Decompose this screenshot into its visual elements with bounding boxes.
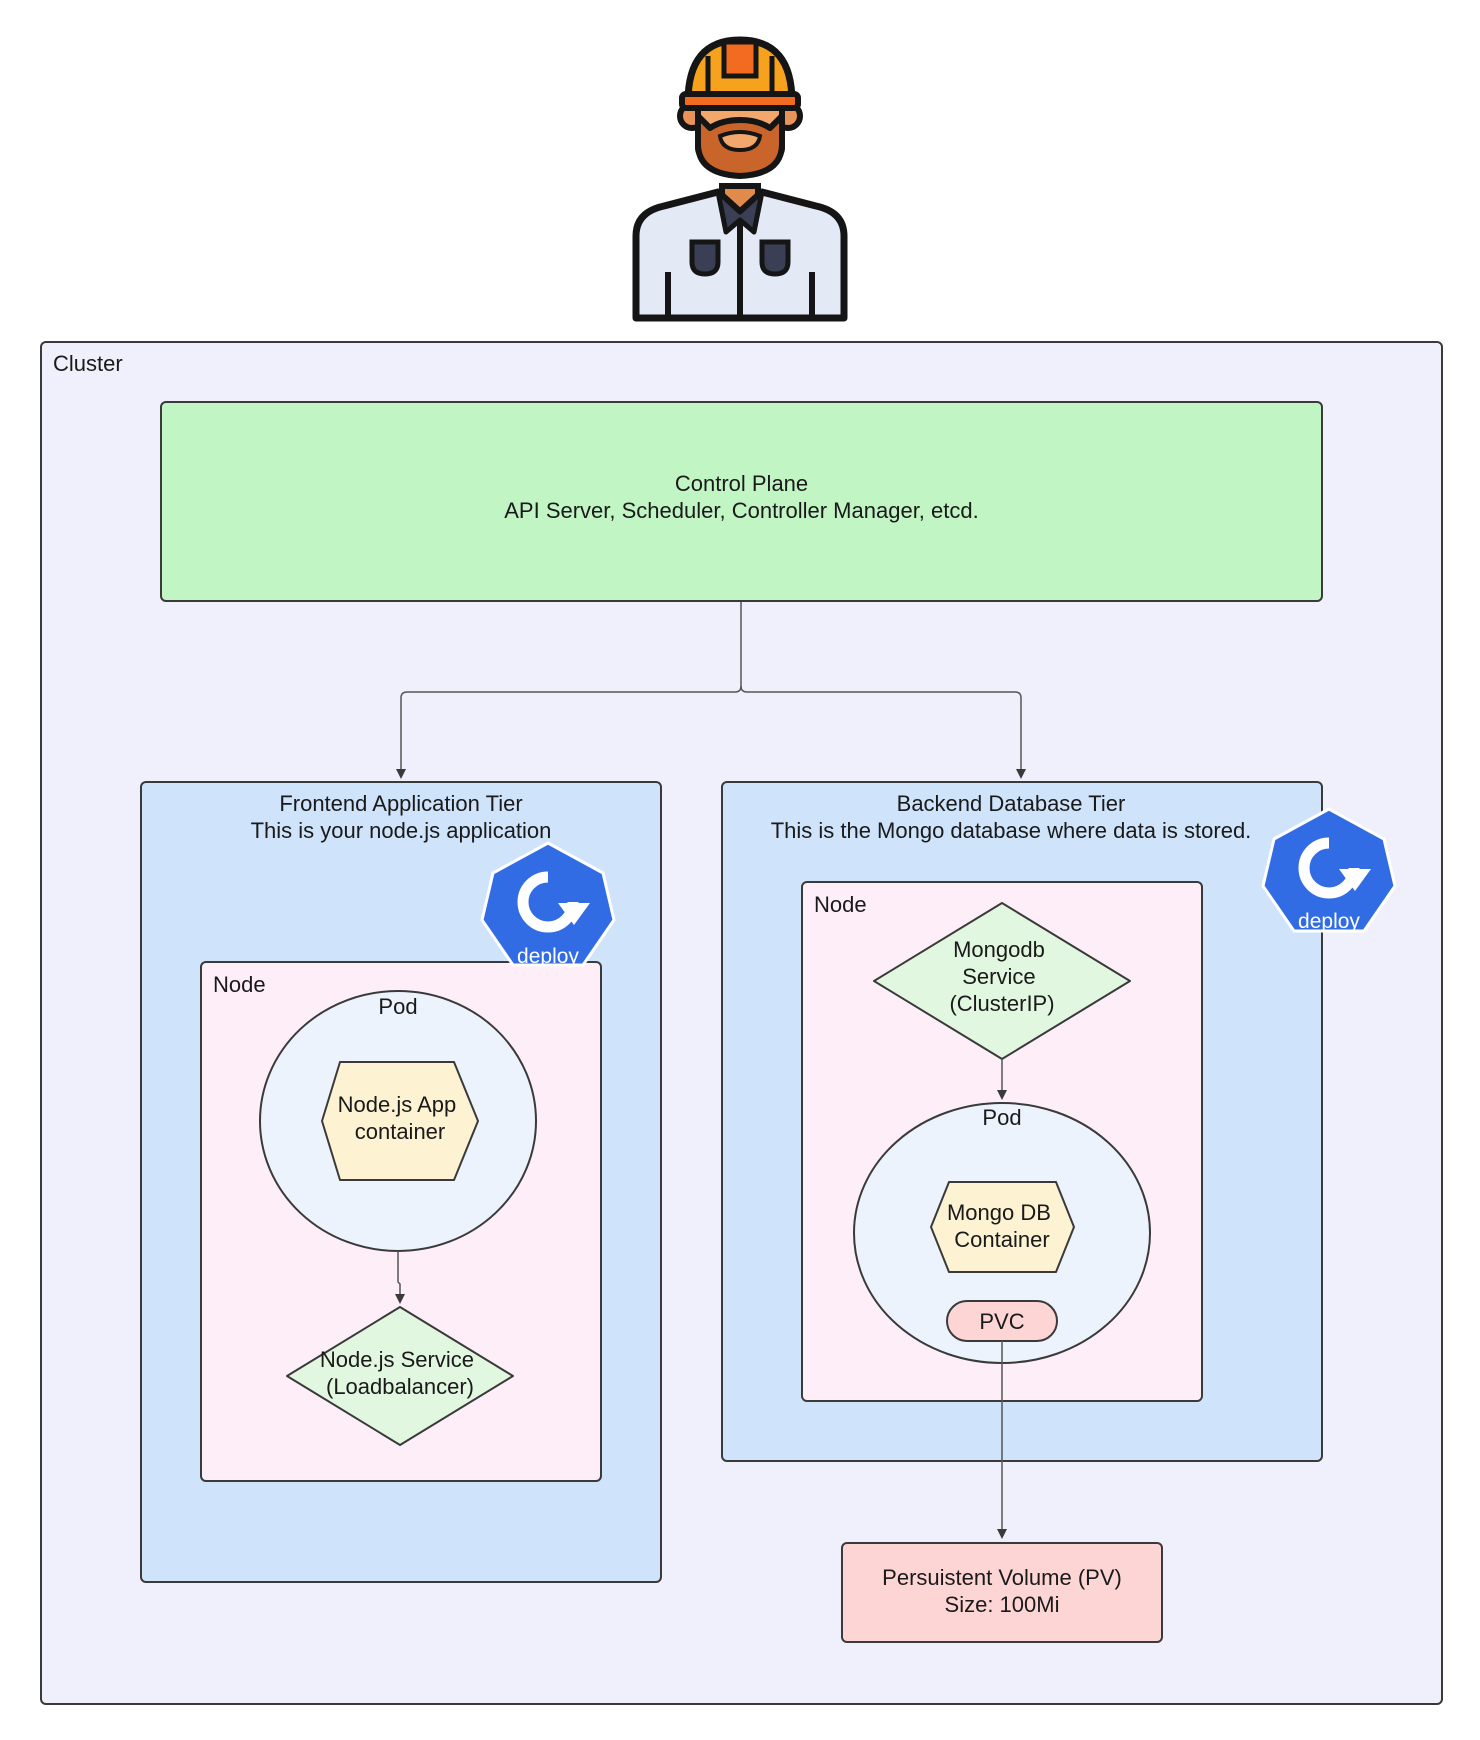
backend-container-hexagon [930,1181,1075,1273]
persistent-volume-title: Persuistent Volume (PV) [882,1565,1122,1590]
connector-control-plane-backend [740,685,1026,779]
connector-control-plane-split [396,602,742,779]
persistent-volume-size: Size: 100Mi [944,1592,1060,1617]
persistent-volume-box [841,1542,1163,1643]
frontend-tier-subtitle: This is your node.js application [250,818,552,843]
persistent-volume-text: Persuistent Volume (PV) Size: 100Mi [841,1564,1163,1618]
backend-service-text: Mongodb Service (ClusterIP) [949,937,1054,1016]
backend-pod-label: Pod [982,1105,1021,1130]
backend-service-line-2: Service [962,964,1035,989]
frontend-deploy-badge: deploy [480,841,616,968]
frontend-service-diamond [286,1306,514,1446]
frontend-container-hexagon [321,1061,479,1181]
control-plane-box [160,401,1323,602]
kubernetes-deploy-icon [480,841,616,967]
frontend-service-line-1: Node.js Service [320,1347,474,1372]
cluster-label: Cluster [53,351,123,376]
backend-service-line-1: Mongodb [953,937,1045,962]
deploy-arrow-icon [1339,869,1371,891]
backend-container-line-1: Mongo DB [947,1200,1051,1225]
deploy-refresh-icon [1298,837,1360,899]
frontend-tier-title: Frontend Application Tier [279,791,523,816]
frontend-tier-header: Frontend Application Tier This is your n… [140,790,662,844]
frontend-service-text: Node.js Service (Loadbalancer) [320,1347,480,1399]
deploy-refresh-icon [517,871,579,933]
frontend-container-line-1: Node.js App [338,1092,457,1117]
pvc-label: PVC [979,1309,1024,1334]
frontend-pod-label: Pod [378,994,417,1019]
backend-tier-title: Backend Database Tier [896,791,1126,816]
engineer-hardhat-icon [632,36,848,322]
frontend-container-text: Node.js App container [338,1092,463,1144]
control-plane-title: Control Plane [674,471,809,496]
backend-deploy-badge: deploy [1261,807,1397,933]
backend-service-line-3: (ClusterIP) [949,991,1054,1016]
frontend-service-line-2: (Loadbalancer) [326,1374,474,1399]
backend-container-text: Mongo DB Container [947,1200,1057,1252]
frontend-deploy-label: deploy [517,945,579,968]
connector-frontend-pod-service [395,1251,405,1304]
backend-tier-header: Backend Database Tier This is the Mongo … [721,790,1301,844]
backend-deploy-label: deploy [1298,910,1360,933]
backend-tier-subtitle: This is the Mongo database where data is… [770,818,1252,843]
backend-node-label: Node [814,892,867,917]
kubernetes-deploy-icon [1261,807,1397,933]
control-plane-text: Control Plane API Server, Scheduler, Con… [160,470,1323,524]
frontend-container-line-2: container [355,1119,446,1144]
control-plane-subtitle: API Server, Scheduler, Controller Manage… [504,498,979,523]
deploy-arrow-icon [558,903,590,925]
frontend-node-label: Node [213,972,266,997]
backend-container-line-2: Container [954,1227,1049,1252]
